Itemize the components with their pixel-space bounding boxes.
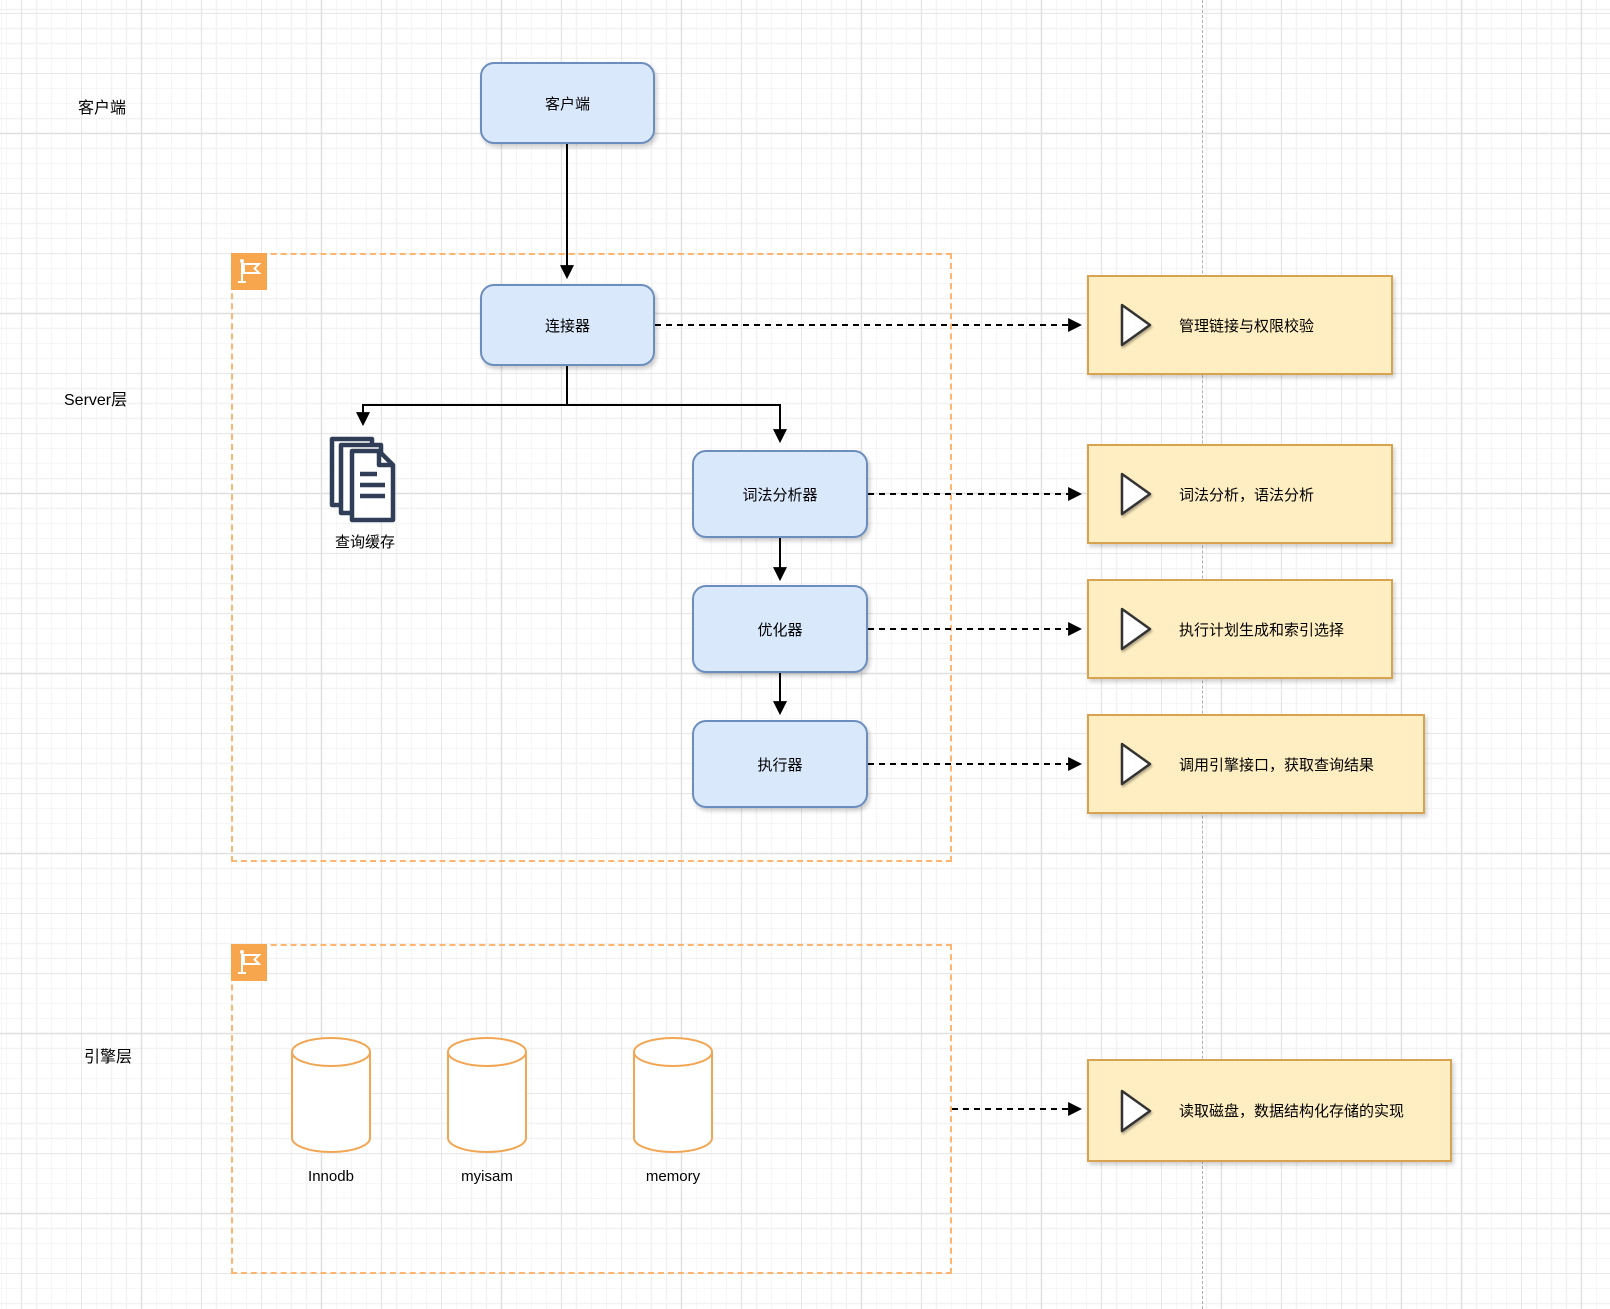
database-cylinder-innodb[interactable] — [288, 1035, 374, 1160]
note-call-engine-api[interactable]: 调用引擎接口，获取查询结果 — [1087, 714, 1425, 814]
database-cylinder-memory[interactable] — [630, 1035, 716, 1160]
note-read-disk[interactable]: 读取磁盘，数据结构化存储的实现 — [1087, 1059, 1452, 1162]
note-text: 读取磁盘，数据结构化存储的实现 — [1179, 1103, 1405, 1120]
node-analyzer[interactable]: 词法分析器 — [692, 450, 868, 538]
play-icon — [1120, 1089, 1152, 1132]
node-executor-label: 执行器 — [757, 756, 803, 774]
note-text: 调用引擎接口，获取查询结果 — [1179, 756, 1375, 774]
flag-icon — [231, 253, 267, 290]
engine-label-innodb: Innodb — [308, 1168, 354, 1185]
node-connector[interactable]: 连接器 — [480, 284, 655, 366]
query-cache-node[interactable] — [329, 436, 401, 524]
note-text: 词法分析，语法分析 — [1179, 486, 1315, 504]
engine-label-myisam: myisam — [461, 1168, 513, 1185]
documents-icon — [329, 436, 396, 523]
node-client[interactable]: 客户端 — [480, 62, 655, 144]
node-analyzer-label: 词法分析器 — [742, 486, 818, 504]
note-text: 管理链接与权限校验 — [1179, 317, 1315, 335]
layer-label-client: 客户端 — [78, 100, 127, 117]
node-executor[interactable]: 执行器 — [692, 720, 868, 808]
server-layer-container[interactable] — [231, 253, 952, 862]
play-icon — [1120, 303, 1152, 347]
engine-label-memory: memory — [645, 1168, 701, 1185]
database-cylinder-myisam[interactable] — [444, 1035, 530, 1160]
layer-label-server: Server层 — [64, 392, 128, 409]
note-manage-connections[interactable]: 管理链接与权限校验 — [1087, 275, 1393, 375]
layer-label-engine: 引擎层 — [84, 1049, 133, 1066]
flag-icon — [231, 944, 267, 981]
query-cache-label: 查询缓存 — [334, 534, 395, 551]
node-optimizer-label: 优化器 — [757, 621, 803, 639]
node-client-label: 客户端 — [544, 95, 590, 113]
note-execution-plan[interactable]: 执行计划生成和索引选择 — [1087, 579, 1393, 679]
note-lexical-analysis[interactable]: 词法分析，语法分析 — [1087, 444, 1393, 544]
play-icon — [1120, 472, 1152, 516]
play-icon — [1120, 607, 1152, 651]
engine-layer-container[interactable] — [231, 944, 952, 1274]
node-connector-label: 连接器 — [544, 317, 590, 335]
note-text: 执行计划生成和索引选择 — [1179, 621, 1345, 639]
node-optimizer[interactable]: 优化器 — [692, 585, 868, 673]
play-icon — [1120, 742, 1152, 786]
